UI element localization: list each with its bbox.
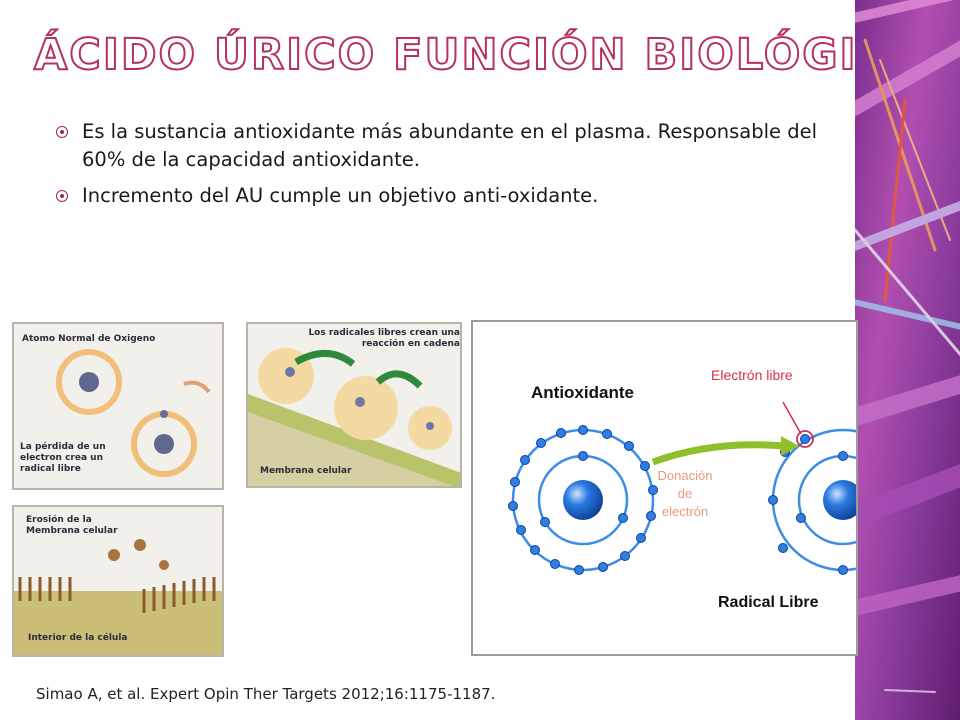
panel-caption: Interior de la célula (28, 633, 128, 643)
radical-label: Radical Libre (718, 594, 819, 611)
bullet-text: Es la sustancia antioxidante más abundan… (82, 120, 818, 171)
antioxidant-label: Antioxidante (531, 383, 634, 402)
bullet-icon (56, 126, 68, 138)
antioxidant-illustration: Antioxidante Electrón libre Radical Libr… (508, 367, 915, 611)
slide-title: ÁCIDO ÚRICO FUNCIÓN BIOLÓGICA (33, 29, 927, 81)
panel-caption: La pérdida de un electron crea un radica… (20, 442, 106, 474)
decorative-side-image (855, 0, 960, 720)
bullet-list: Es la sustancia antioxidante más abundan… (56, 118, 836, 218)
oxygen-atom-illustration (56, 349, 211, 477)
bullet-item: Es la sustancia antioxidante más abundan… (56, 118, 836, 174)
bullet-text: Incremento del AU cumple un objetivo ant… (82, 184, 599, 207)
panel-caption: Membrana celular (260, 466, 352, 476)
membrane-erosion-illustration (14, 539, 222, 655)
panel-label: Erosión de la Membrana celular (26, 515, 118, 536)
donation-text-line3: electrón (662, 504, 708, 519)
bullet-item: Incremento del AU cumple un objetivo ant… (56, 182, 836, 210)
chain-reaction-illustration (248, 348, 460, 486)
panel-label: Los radicales libres crean una reacción … (308, 328, 460, 349)
free-electron-label: Electrón libre (711, 367, 793, 383)
antioxidant-diagram: Antioxidante Electrón libre Radical Libr… (471, 320, 915, 656)
membrane-erosion-panel: Erosión de la Membrana celular Interior … (12, 505, 224, 657)
donation-text-line2: de (678, 486, 692, 501)
bullet-icon (56, 190, 68, 202)
oxygen-atom-panel: Atomo Normal de Oxigeno La pérdida de un… (12, 322, 224, 490)
citation: Simao A, et al. Expert Opin Ther Targets… (36, 685, 496, 703)
donation-text-line1: Donación (658, 468, 713, 483)
chain-reaction-panel: Los radicales libres crean una reacción … (246, 322, 462, 488)
panel-label: Atomo Normal de Oxigeno (22, 334, 156, 344)
